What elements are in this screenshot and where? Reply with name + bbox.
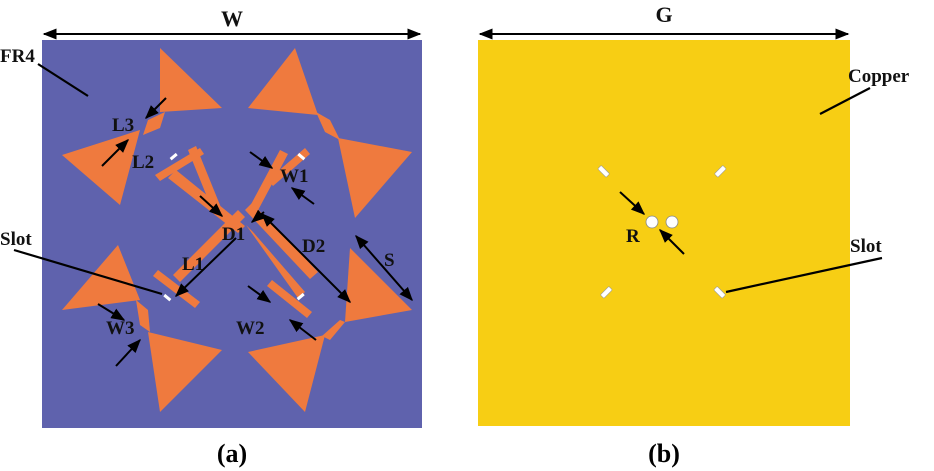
copper-leader	[819, 87, 871, 115]
slot-leader-b	[725, 256, 883, 294]
bowtie-patch-top-right	[248, 48, 412, 218]
label-slot-a: Slot	[0, 229, 32, 250]
label-slot-b: Slot	[850, 236, 882, 257]
bowtie-patch-bottom-left	[62, 245, 222, 412]
label-w1: W1	[280, 166, 309, 187]
label-d2: D2	[302, 236, 325, 257]
label-copper: Copper	[848, 66, 910, 87]
label-w3: W3	[106, 318, 135, 339]
panel-a: W FR4 Slot L3 L2 W1 D1 D2 S L1 W2	[0, 6, 422, 468]
panel-b: G Copper R Slot (b)	[478, 2, 910, 468]
slots-b	[597, 165, 727, 299]
label-g: G	[655, 2, 672, 27]
label-l2: L2	[132, 152, 154, 173]
label-w2: W2	[236, 318, 265, 339]
label-w: W	[221, 6, 243, 31]
slot-leader-a	[13, 248, 163, 296]
fr4-leader	[37, 63, 89, 97]
label-r: R	[626, 226, 640, 247]
label-l1: L1	[182, 254, 204, 275]
label-fr4: FR4	[0, 46, 35, 67]
label-s: S	[384, 250, 395, 271]
fr4-substrate	[42, 40, 422, 428]
feed-hole-right	[665, 215, 679, 229]
label-d1: D1	[222, 224, 245, 245]
caption-b: (b)	[648, 439, 680, 468]
label-l3: L3	[112, 115, 134, 136]
feed-hole-left	[645, 215, 659, 229]
caption-a: (a)	[217, 439, 247, 468]
